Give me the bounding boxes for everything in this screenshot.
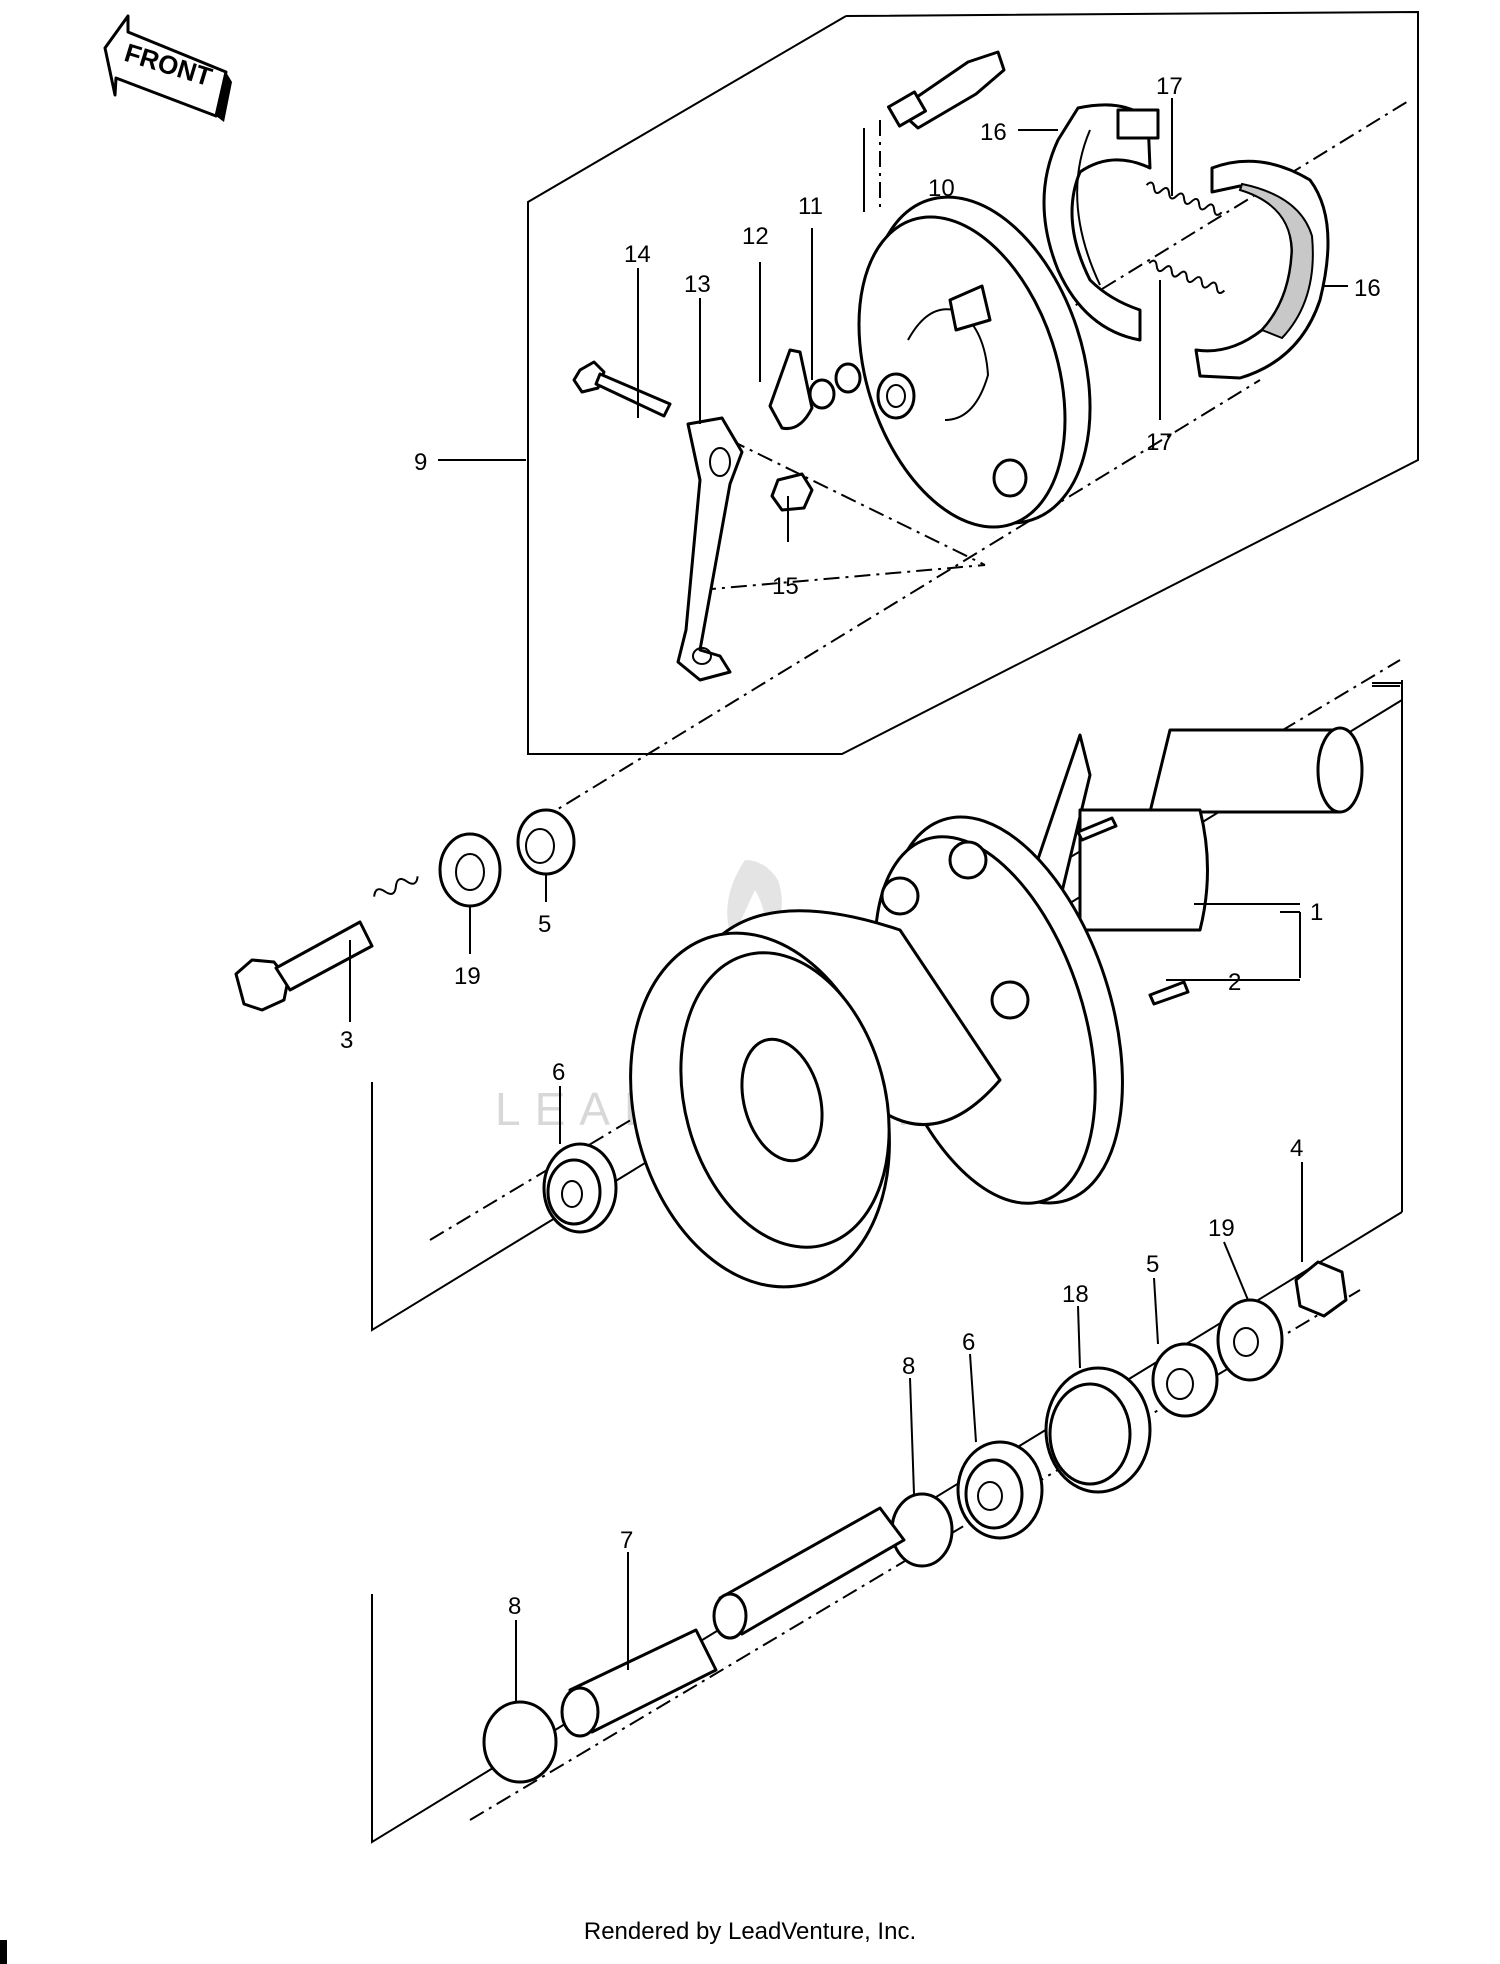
leader-lines [349, 98, 1348, 1702]
callout-15: 15 [772, 573, 799, 600]
oil-seal [1044, 1366, 1152, 1494]
brake-shoe-right [1194, 159, 1330, 380]
callout-16-left: 16 [980, 119, 1007, 146]
callout-6-upper: 6 [552, 1059, 565, 1086]
wear-indicator [768, 348, 814, 431]
brake-shoe-left [1042, 103, 1160, 342]
callout-14: 14 [624, 241, 651, 268]
callout-19-upper: 19 [454, 963, 481, 990]
callout-11: 11 [798, 193, 823, 220]
callout-9: 9 [414, 449, 427, 476]
camshaft [887, 50, 1006, 130]
callout-4: 4 [1290, 1135, 1303, 1162]
return-spring-lower [1148, 259, 1226, 295]
o-ring-washer [808, 378, 836, 410]
brake-panel [857, 195, 1092, 529]
callout-10: 10 [928, 175, 955, 202]
front-arrow-icon: FRONT [103, 14, 232, 122]
callout-7: 7 [620, 1527, 633, 1554]
wheel-hub [629, 726, 1364, 1289]
callout-18: 18 [1062, 1281, 1089, 1308]
bearing-lower [956, 1440, 1044, 1540]
lever-nut [770, 472, 814, 512]
distance-collar [560, 1506, 906, 1738]
footer-credit: Rendered by LeadVenture, Inc. [583, 1918, 917, 1945]
axle-nut [1294, 1260, 1348, 1318]
circlip-right [890, 1492, 954, 1568]
spacer-upper [516, 808, 576, 876]
callout-8-right: 8 [902, 1353, 915, 1380]
callout-13: 13 [684, 271, 711, 298]
lever-axis-line-2 [699, 564, 986, 591]
callout-5-lower: 5 [1146, 1251, 1159, 1278]
brake-panel-assembly-frame [527, 10, 1419, 755]
callout-1: 1 [1310, 899, 1323, 926]
callout-3: 3 [340, 1027, 353, 1054]
callout-17-upper: 17 [1156, 73, 1183, 100]
axle-bolt [234, 876, 419, 1012]
corner-mark [0, 1940, 7, 1964]
callout-8-left: 8 [508, 1593, 521, 1620]
callout-19-lower: 19 [1208, 1215, 1235, 1242]
spacer-lower [1151, 1342, 1219, 1418]
bearing-upper [542, 1142, 618, 1234]
callout-12: 12 [742, 223, 769, 250]
callout-17-lower: 17 [1146, 429, 1173, 456]
cam-lever [676, 416, 744, 682]
circlip-left [482, 1700, 558, 1784]
return-spring-upper [1145, 181, 1223, 216]
washer-upper [438, 832, 502, 908]
callout-16-right: 16 [1354, 275, 1381, 302]
callout-2: 2 [1228, 969, 1241, 996]
callout-5-upper: 5 [538, 911, 551, 938]
cam-lever-bolt [572, 360, 672, 418]
o-ring [834, 362, 862, 394]
callout-6-lower: 6 [962, 1329, 975, 1356]
washer-lower [1216, 1298, 1284, 1382]
